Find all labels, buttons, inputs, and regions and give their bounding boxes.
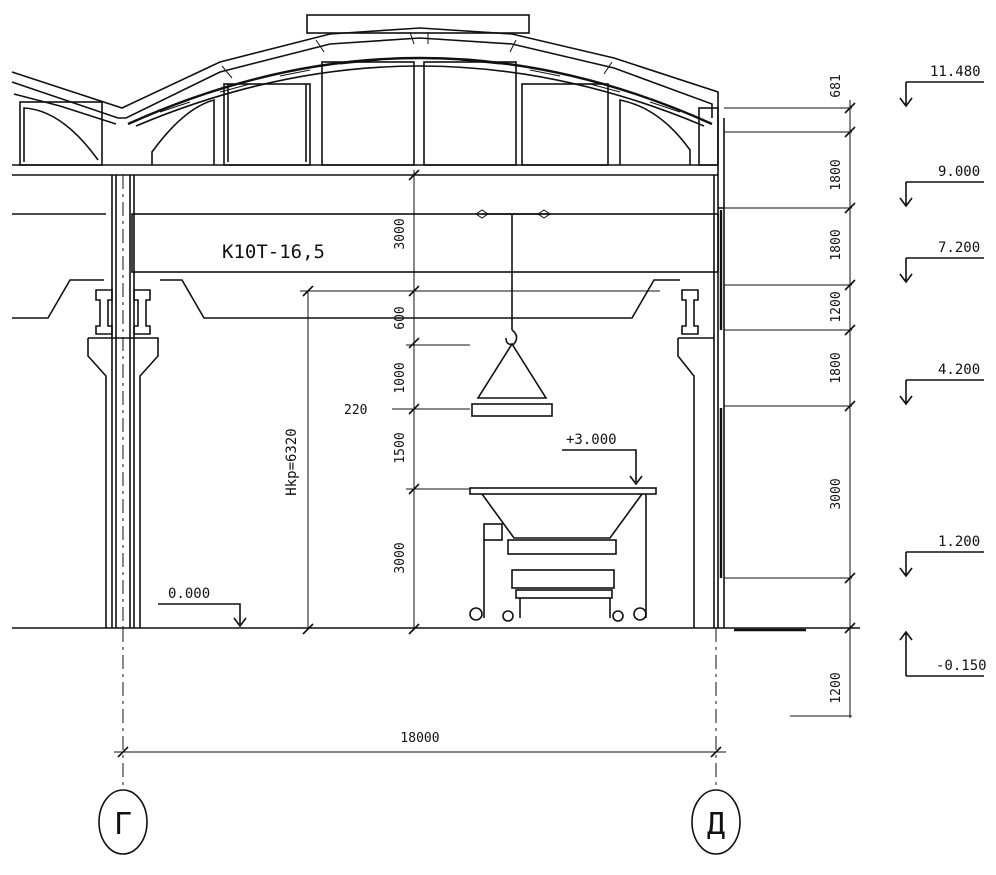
level-marker xyxy=(899,551,984,578)
dim-label: 1000 xyxy=(393,362,408,393)
right-dimension-chain: 681 1800 1800 1200 1800 3000 1200 xyxy=(724,74,856,718)
truss-nodes xyxy=(221,31,613,79)
crane-bridge-girder xyxy=(131,213,719,273)
equipment-frame xyxy=(511,569,615,589)
roof-panel-edge xyxy=(698,107,719,166)
crane-runway xyxy=(12,279,680,319)
roof-panel xyxy=(521,83,609,166)
level-marker xyxy=(562,449,643,486)
roof-panel xyxy=(19,101,103,166)
roof-outline-top xyxy=(11,27,719,118)
left-column xyxy=(87,175,159,628)
level-label: 11.480 xyxy=(930,64,981,80)
hook-gap-label: 220 xyxy=(344,403,367,418)
roof-structure xyxy=(11,14,719,176)
overhead-crane xyxy=(12,209,719,417)
dim-label: 1500 xyxy=(393,432,408,463)
roof-lantern xyxy=(306,14,530,34)
roof-arch-inner xyxy=(135,65,705,127)
span-dimension: 18000 xyxy=(114,628,726,790)
equipment-level-label: +3.000 xyxy=(566,432,617,448)
equipment-legs xyxy=(483,494,647,618)
dim-label: 1800 xyxy=(829,229,844,260)
dim-extensions xyxy=(724,107,852,717)
level-marks: 11.480 9.000 7.200 4.200 1.200 -0.150 xyxy=(899,64,987,677)
roof-panel xyxy=(223,83,311,166)
dim-label: 681 xyxy=(829,74,844,97)
axis-label-left: Г xyxy=(114,807,132,842)
roof-panel xyxy=(321,61,415,166)
dim-ticks xyxy=(844,102,856,634)
dim-ticks xyxy=(302,285,314,635)
roof-outline-inner xyxy=(11,37,713,119)
right-column xyxy=(677,118,725,628)
crane-rail-right xyxy=(681,289,699,335)
roof-arch-chord xyxy=(127,56,713,126)
level-marker xyxy=(899,181,984,208)
dim-label: 600 xyxy=(393,306,408,329)
level-label: -0.150 xyxy=(936,658,987,674)
level-marker xyxy=(899,81,984,108)
level-label: 1.200 xyxy=(938,534,980,550)
inner-dimension-chain: 3000 600 1000 1500 3000 220 xyxy=(300,169,660,635)
equipment-motor xyxy=(483,523,503,541)
crane-height-dim: Hkp=6320 xyxy=(284,285,314,635)
crane-rail-left xyxy=(95,289,113,335)
crane-height-label: Hkp=6320 xyxy=(284,428,300,495)
dim-label: 1200 xyxy=(829,291,844,322)
column-console xyxy=(677,337,714,628)
span-label: 18000 xyxy=(400,731,439,746)
dim-ticks xyxy=(117,746,722,758)
equipment-wheel xyxy=(469,607,483,621)
equipment-hopper xyxy=(481,493,643,539)
equipment-platform xyxy=(469,487,657,495)
level-label: 9.000 xyxy=(938,164,980,180)
level-marker xyxy=(158,603,247,628)
dim-label: 3000 xyxy=(829,478,844,509)
column-console xyxy=(87,337,159,440)
roof-panel-arc xyxy=(23,107,99,162)
axis-bubble xyxy=(691,789,741,855)
dim-label: 3000 xyxy=(393,218,408,249)
crane-rail-left-2 xyxy=(133,289,151,335)
equipment-base xyxy=(515,589,613,599)
level-label: 7.200 xyxy=(938,240,980,256)
roof-panel-frame xyxy=(227,84,307,162)
equipment-drum xyxy=(507,539,617,555)
roof-panel-arc xyxy=(619,99,691,165)
crane-label: K10T-16,5 xyxy=(222,241,325,263)
dim-label: 1800 xyxy=(829,159,844,190)
equipment-wheel xyxy=(633,607,647,621)
equipment-wheel xyxy=(502,610,514,622)
crane-load xyxy=(471,403,553,417)
level-marker xyxy=(899,257,984,284)
roof-truss-left xyxy=(13,93,117,125)
axis-bubble-right: Д xyxy=(691,789,741,855)
equipment-wheel xyxy=(612,610,624,622)
equipment xyxy=(469,487,657,622)
crane-sling xyxy=(476,342,548,399)
level-marker xyxy=(899,630,984,677)
level-label: 4.200 xyxy=(938,362,980,378)
roof-panel xyxy=(423,61,517,166)
axis-bubble xyxy=(98,789,148,855)
dim-label: 1800 xyxy=(829,352,844,383)
floor-level-mark: 0.000 xyxy=(158,586,247,628)
roof-panel-arc xyxy=(151,98,215,165)
dim-label: 1200 xyxy=(829,672,844,703)
axis-label-right: Д xyxy=(707,807,725,842)
equipment-level-mark: +3.000 xyxy=(562,432,643,486)
level-marker xyxy=(899,379,984,406)
floor-level-label: 0.000 xyxy=(168,586,210,602)
dim-label: 3000 xyxy=(393,542,408,573)
crane-hook xyxy=(505,329,518,346)
axis-bubble-left: Г xyxy=(98,789,148,855)
